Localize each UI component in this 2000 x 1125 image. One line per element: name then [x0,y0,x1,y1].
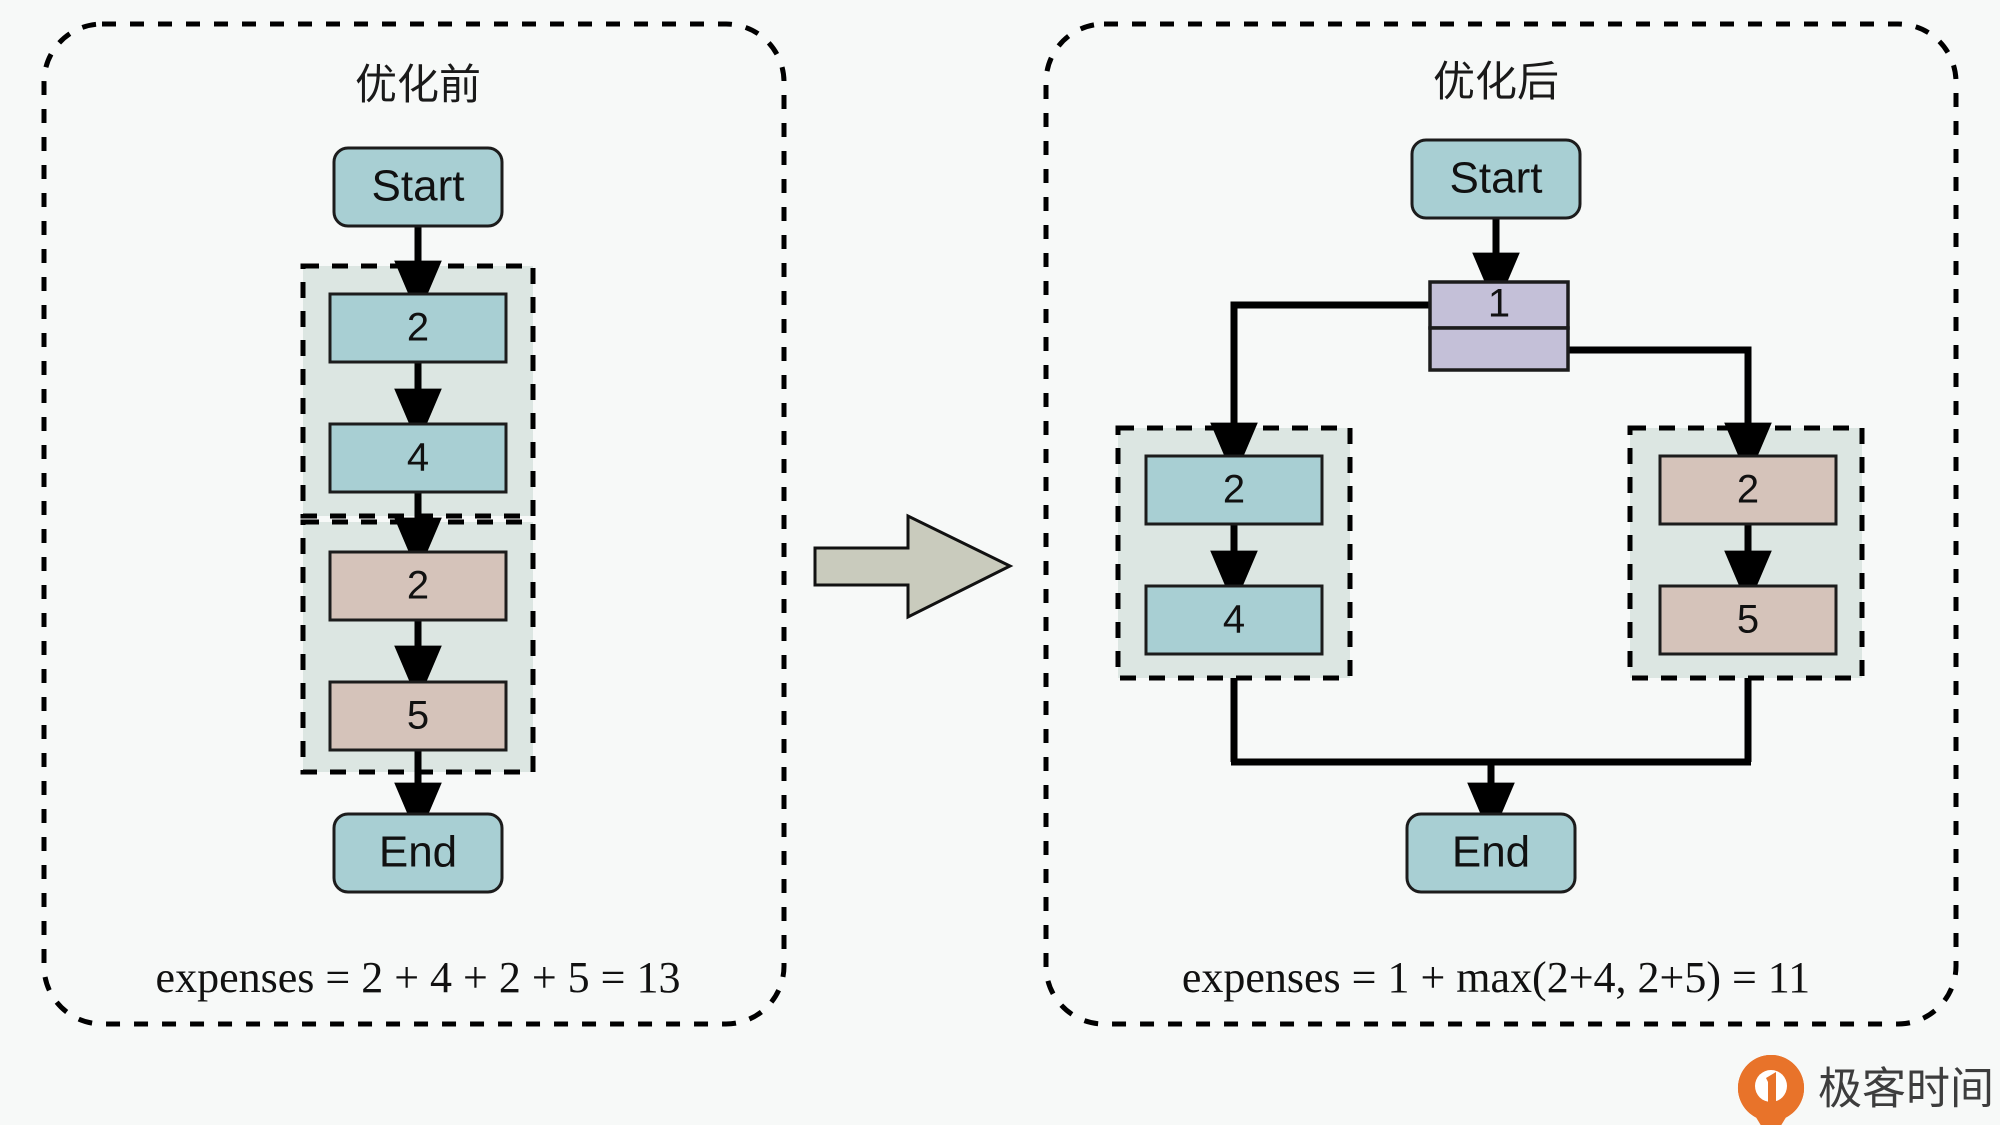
node-before-b2[interactable] [328,680,508,752]
geektime-logo-icon [1737,1055,1805,1125]
node-end-after[interactable] [1405,812,1577,894]
node-after-right-1[interactable] [1658,454,1838,526]
node-before-a1-label: 2 [407,306,429,350]
node-after-left-2-label: 4 [1223,598,1245,642]
watermark-text: 极客时间 [1818,1065,1994,1114]
node-split-after-bottom[interactable] [1428,326,1570,372]
panel-title-before: 优化前 [355,61,481,108]
node-end-after-label: End [1452,828,1530,877]
node-after-left-1[interactable] [1144,454,1324,526]
node-before-b2-label: 5 [407,694,429,738]
node-after-left-1-label: 2 [1223,468,1245,512]
watermark: 极客时间 [1737,1055,1994,1125]
node-start-after-label: Start [1450,154,1543,203]
transform-arrow-icon [813,513,1014,620]
formula-after: expenses = 1 + max(2+4, 2+5) = 11 [1182,953,1810,1002]
node-start-after[interactable] [1410,138,1582,220]
node-before-a1[interactable] [328,292,508,364]
node-before-b1-label: 2 [407,564,429,608]
edge-split-to-right-branch [1566,346,1772,479]
node-start-before[interactable] [332,146,504,228]
node-split-after-label: 1 [1488,282,1510,326]
edge-split-to-left-branch [1210,301,1430,479]
formula-before: expenses = 2 + 4 + 2 + 5 = 13 [156,953,681,1002]
node-start-before-label: Start [372,162,465,211]
node-after-right-2-label: 5 [1737,598,1759,642]
node-after-right-2[interactable] [1658,584,1838,656]
node-end-before[interactable] [332,812,504,894]
node-before-a2[interactable] [328,422,508,494]
node-end-before-label: End [379,828,457,877]
panel-frame-after [1043,21,1959,1027]
node-before-b1[interactable] [328,550,508,622]
node-before-a2-label: 4 [407,436,429,480]
node-after-right-1-label: 2 [1737,468,1759,512]
panel-title-after: 优化后 [1433,58,1559,105]
node-after-left-2[interactable] [1144,584,1324,656]
